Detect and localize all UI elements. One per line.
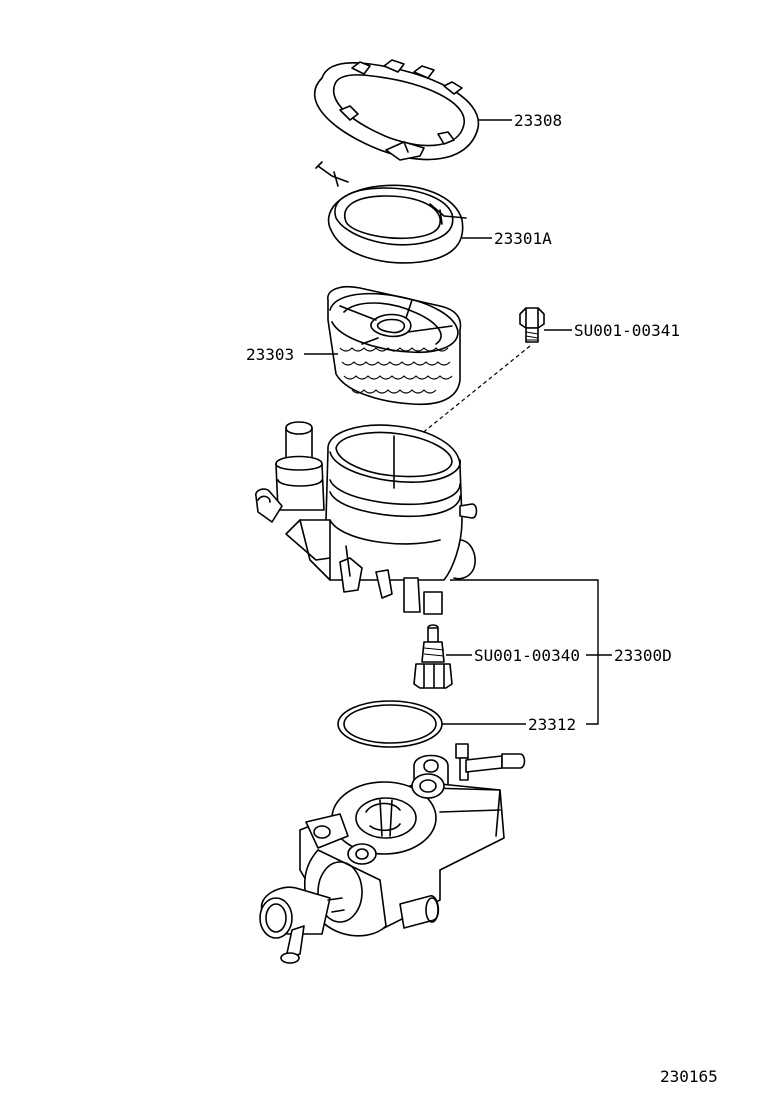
- filter-element-drawing: [327, 285, 462, 406]
- lower-bolt-drawing: [413, 624, 453, 689]
- upper-bolt-drawing: [519, 307, 545, 343]
- label-23301A: 23301A: [494, 229, 552, 248]
- bolt-axis-line: [393, 345, 531, 457]
- label-SU001-00340: SU001-00340: [474, 646, 580, 665]
- assembly-bracket: [450, 579, 599, 725]
- diagram-number: 230165: [660, 1067, 718, 1086]
- filter-cover-drawing: [315, 161, 467, 264]
- label-23300D: 23300D: [614, 646, 672, 665]
- o-ring-drawing: [337, 700, 443, 748]
- label-23312: 23312: [528, 715, 576, 734]
- base-body-drawing: [259, 743, 526, 964]
- label-SU001-00341: SU001-00341: [574, 321, 680, 340]
- filter-housing-drawing: [255, 421, 478, 615]
- label-23303: 23303: [246, 345, 294, 364]
- label-23308: 23308: [514, 111, 562, 130]
- retainer-ring-drawing: [313, 59, 480, 161]
